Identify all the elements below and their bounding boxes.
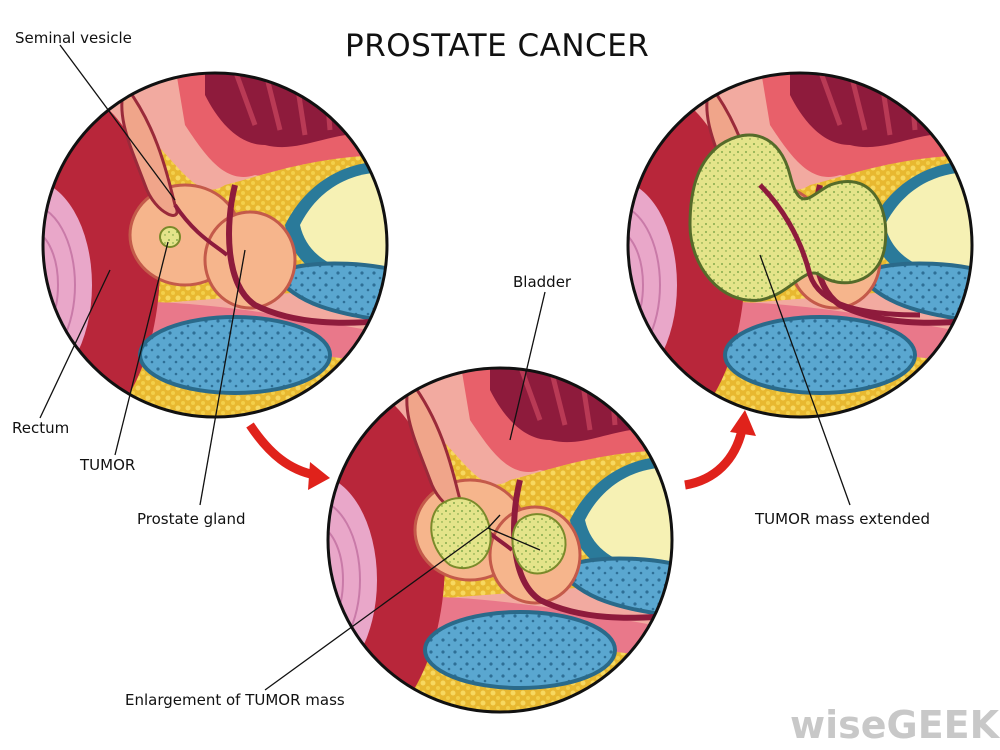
arrow-stage2-to-3-icon — [684, 410, 756, 490]
watermark-logo: wiseGEEK — [790, 703, 1000, 747]
label-rectum: Rectum — [12, 419, 69, 437]
extended-tumor — [688, 133, 921, 318]
label-bladder: Bladder — [513, 273, 572, 291]
label-tumor-mass-extended: TUMOR mass extended — [754, 510, 930, 528]
arrow-stage1-to-2-icon — [246, 422, 330, 490]
stage-1-illustration — [0, 65, 405, 440]
label-enlargement-of-tumor-mass: Enlargement of TUMOR mass — [125, 691, 345, 709]
enlarged-tumor — [430, 497, 567, 575]
label-tumor: TUMOR — [79, 456, 135, 474]
leader-lines — [39, 44, 851, 691]
label-prostate-gland: Prostate gland — [137, 510, 245, 528]
small-tumor — [159, 226, 181, 248]
title: PROSTATE CANCER — [345, 28, 649, 64]
stage-2-illustration — [253, 360, 690, 735]
stage-3-illustration — [553, 65, 990, 440]
label-seminal-vesicle: Seminal vesicle — [15, 29, 132, 47]
